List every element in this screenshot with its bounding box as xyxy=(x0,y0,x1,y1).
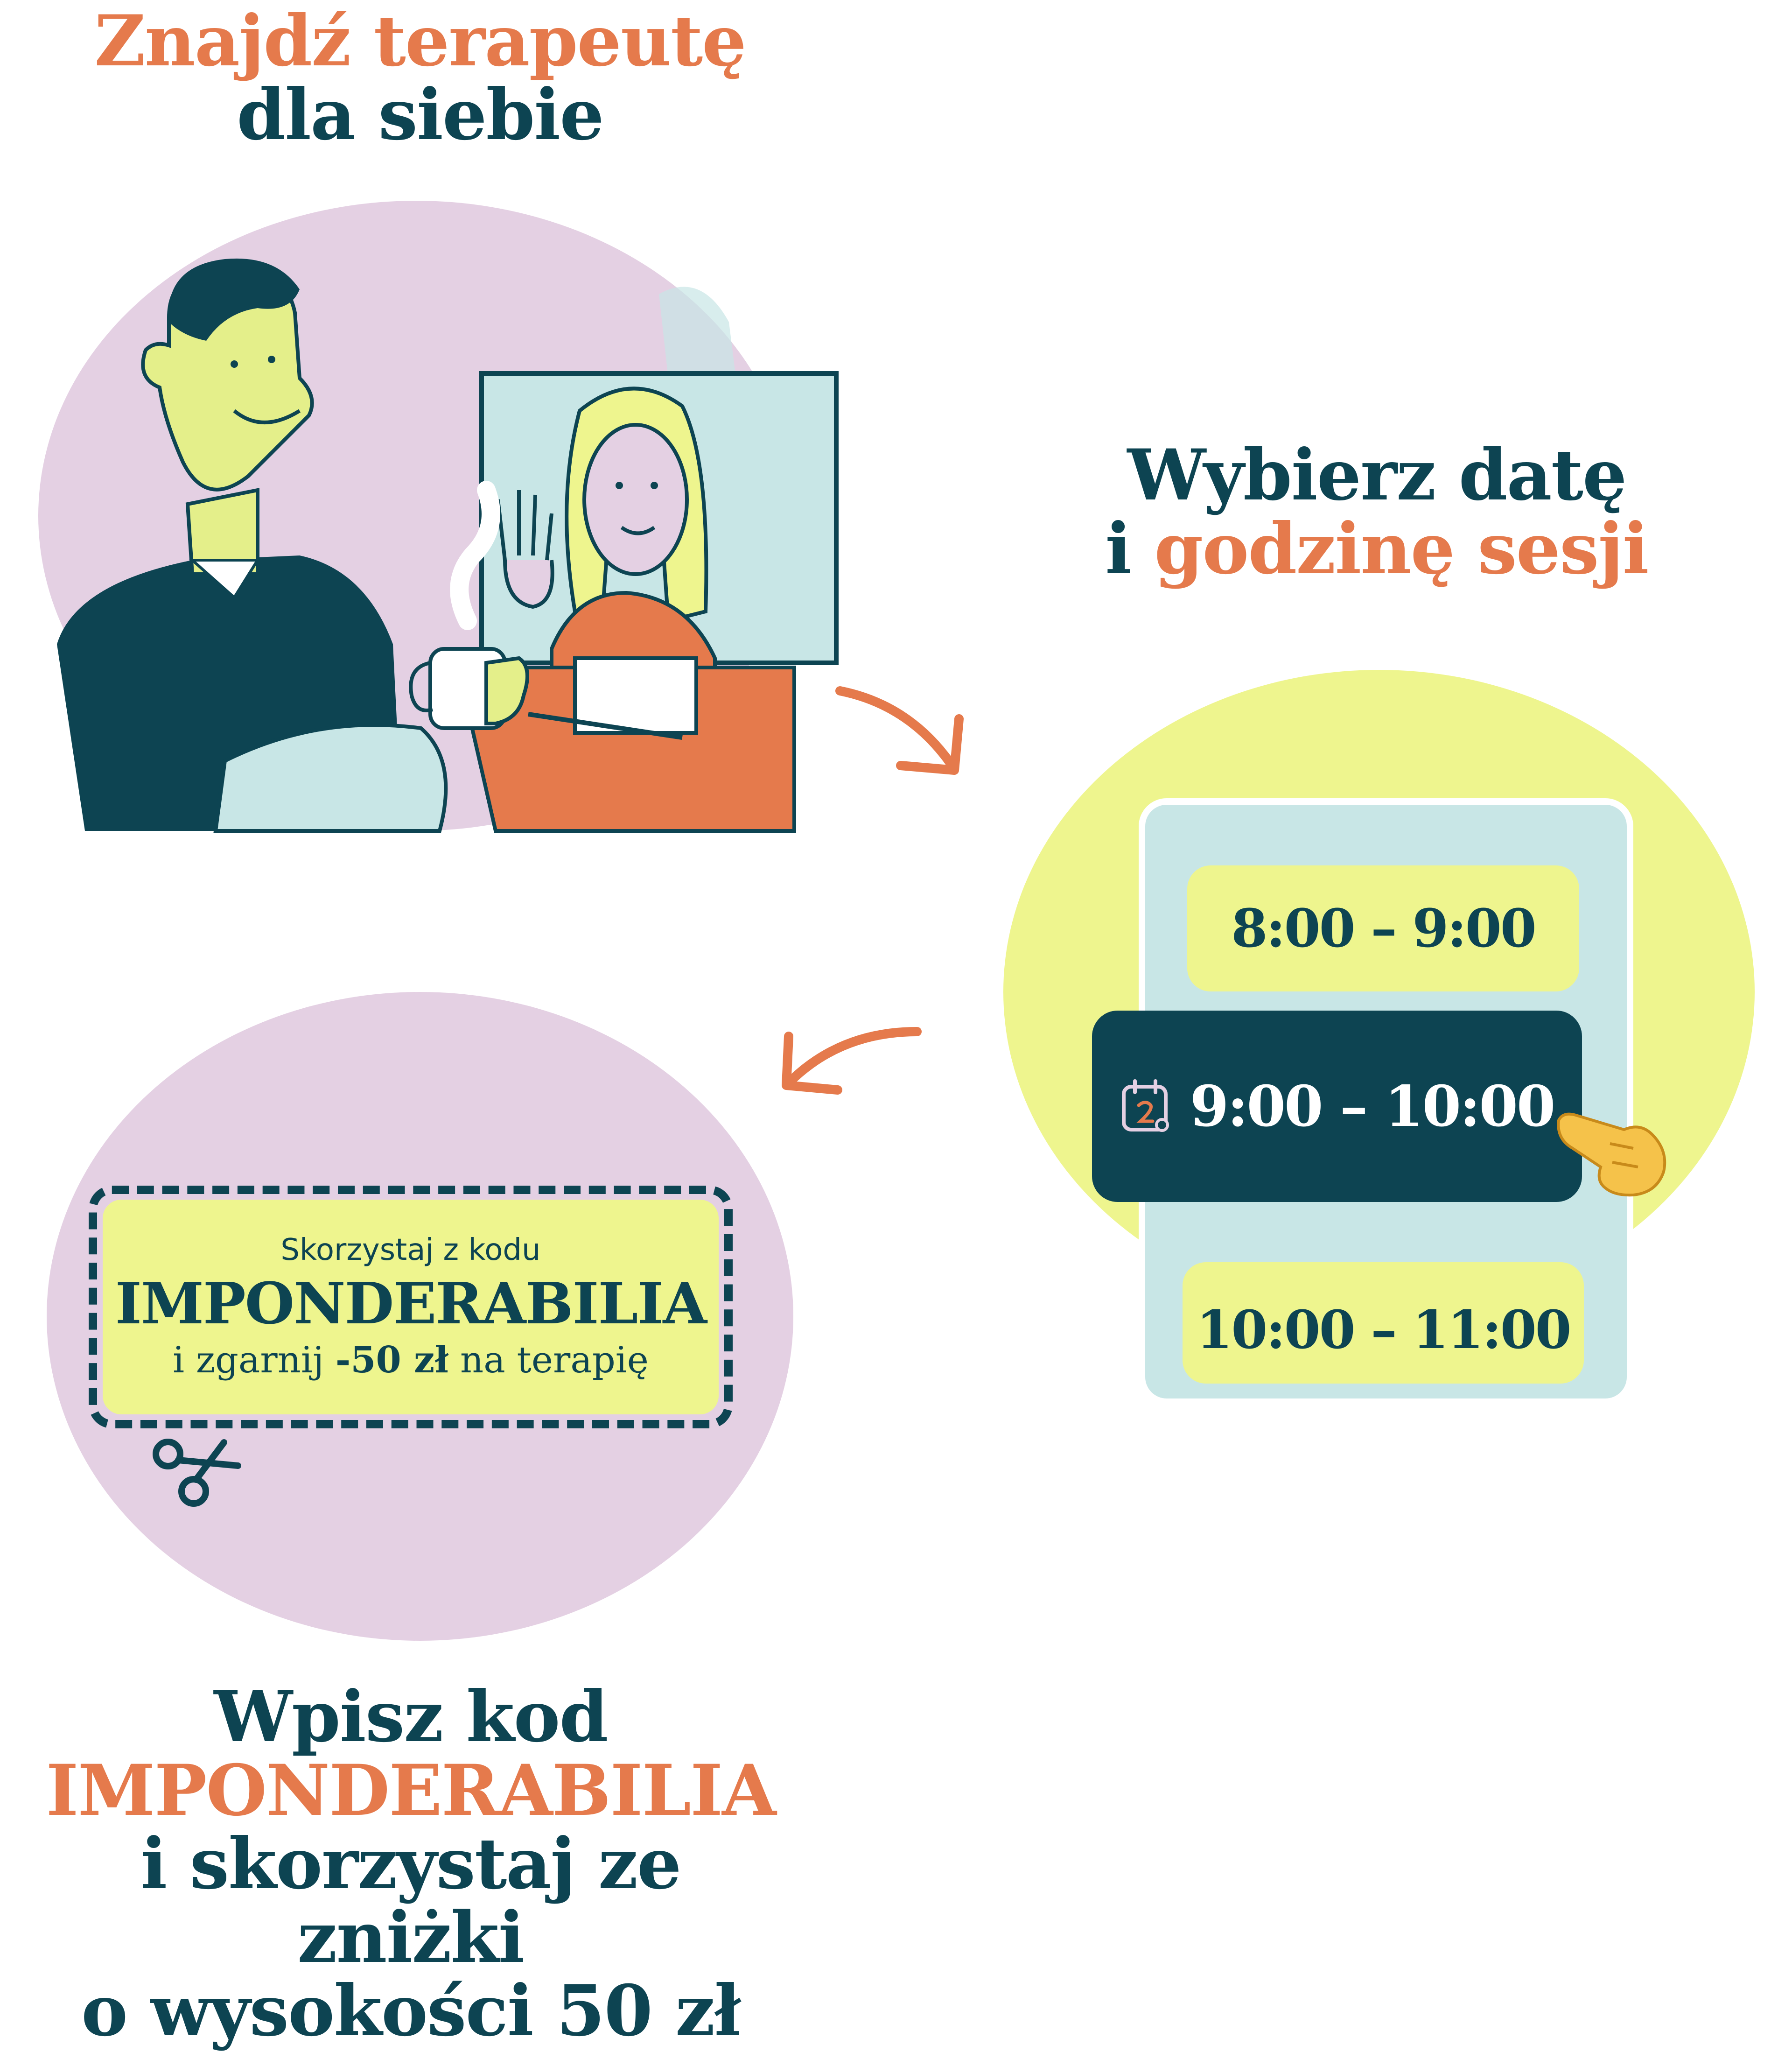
coupon-code: IMPONDERABILIA xyxy=(115,1270,707,1337)
step3-title-line2: IMPONDERABILIA xyxy=(46,1749,776,1832)
step1-title-line1: Znajdź terapeutę xyxy=(94,0,746,82)
step2-title-line1: Wybierz datę xyxy=(1127,434,1627,516)
arrow-down-right-icon xyxy=(835,686,964,775)
pointing-hand-icon xyxy=(1557,1112,1666,1197)
step3-title-line1: Wpisz kod xyxy=(214,1676,608,1758)
therapy-session-illustration xyxy=(38,201,839,833)
coupon-dashed-border xyxy=(89,1186,733,1428)
arrow-down-left-icon xyxy=(782,1027,922,1095)
time-slot-picker-illustration: 8:00 – 9:00 10:00 – 11:00 xyxy=(1003,670,1755,1405)
time-slot-10-11[interactable]: 10:00 – 11:00 xyxy=(1183,1262,1584,1384)
time-slot-9-10-selected[interactable]: 9:00 – 10:00 xyxy=(1092,1011,1582,1202)
step1-title-line2: dla siebie xyxy=(237,73,604,156)
step2-title-accent: godzinę sesji xyxy=(1154,507,1649,590)
scissors-icon xyxy=(153,1439,241,1507)
time-slot-label: 9:00 – 10:00 xyxy=(1190,1073,1556,1139)
time-slot-8-9[interactable]: 8:00 – 9:00 xyxy=(1187,865,1579,991)
step2-title: Wybierz datę i godzinę sesji xyxy=(1017,434,1736,586)
step3-title: Wpisz kod IMPONDERABILIA i skorzystaj ze… xyxy=(28,1680,793,2048)
step3-title-line3: i skorzystaj ze zniżki xyxy=(140,1823,681,1979)
coupon-offer: i zgarnij -50 zł na terapię xyxy=(173,1339,649,1381)
coupon-offer-prefix: i zgarnij xyxy=(173,1339,336,1381)
time-slot-label: 10:00 – 11:00 xyxy=(1196,1300,1571,1361)
video-call-illustration xyxy=(57,258,839,833)
coupon-offer-suffix: na terapię xyxy=(448,1339,649,1381)
step2-title-prefix: i xyxy=(1105,507,1155,590)
calendar-icon xyxy=(1121,1079,1169,1132)
step3-title-line4: o wysokości 50 zł xyxy=(81,1970,741,2052)
time-slot-label: 8:00 – 9:00 xyxy=(1231,898,1536,959)
discount-coupon: Skorzystaj z kodu IMPONDERABILIA i zgarn… xyxy=(103,1200,719,1414)
coupon-intro: Skorzystaj z kodu xyxy=(280,1233,541,1268)
coupon-offer-amount: -50 zł xyxy=(335,1338,449,1381)
step1-title: Znajdź terapeutę dla siebie xyxy=(47,0,793,156)
